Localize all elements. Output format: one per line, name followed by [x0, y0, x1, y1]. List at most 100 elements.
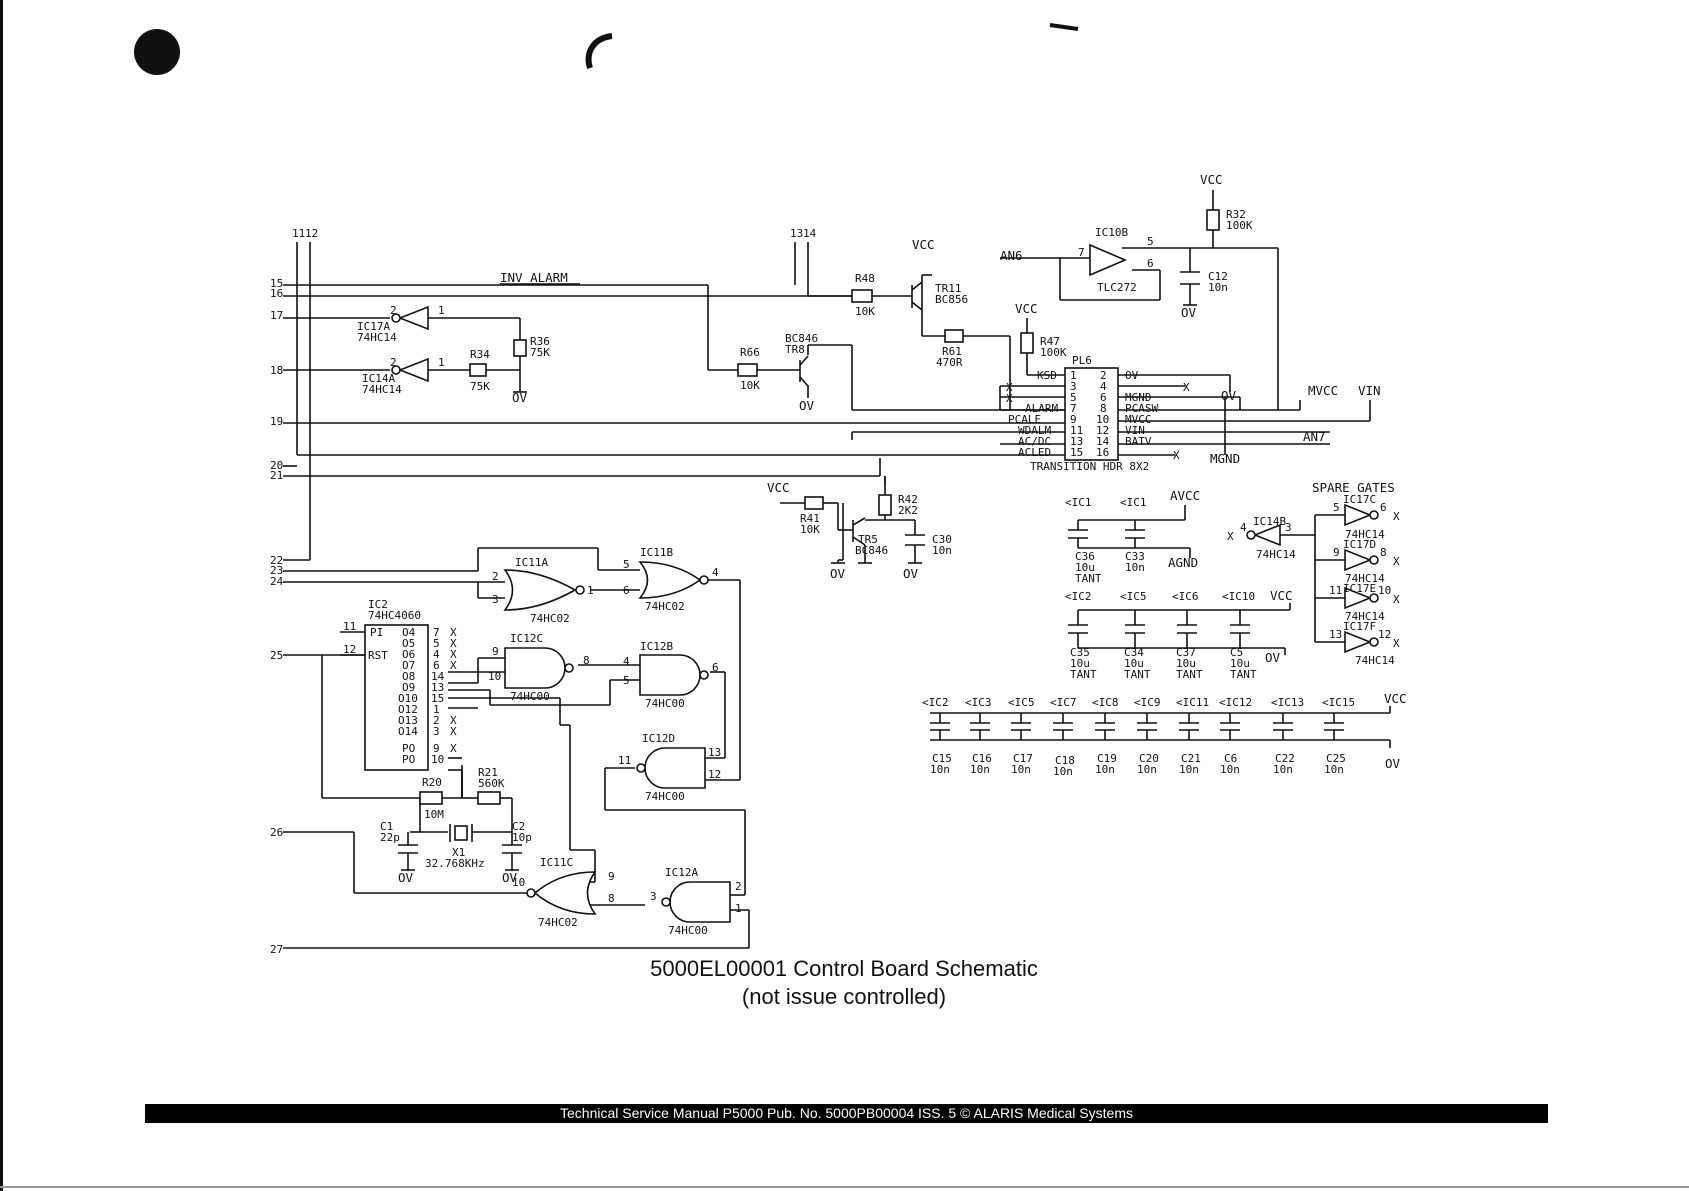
svg-text:10K: 10K: [855, 305, 875, 318]
svg-text:C36: C36: [1075, 550, 1095, 563]
inverter-ic14a: 2 1 IC14A 74HC14: [362, 356, 445, 396]
nor-gate-ic11c: 9 10 8 IC11C 74HC02: [512, 856, 615, 929]
svg-text:R66: R66: [740, 346, 760, 359]
svg-text:16: 16: [1096, 446, 1109, 459]
svg-text:6: 6: [1147, 257, 1154, 270]
svg-text:BC856: BC856: [935, 293, 968, 306]
edge-pin-15: 15: [270, 277, 283, 290]
svg-text:PI: PI: [370, 626, 383, 639]
svg-text:C17: C17: [1013, 752, 1033, 765]
resistor-r41: R41 10K: [800, 496, 824, 536]
ov-c1: OV: [398, 870, 414, 885]
svg-text:O5: O5: [402, 637, 415, 650]
svg-text:10p: 10p: [512, 831, 532, 844]
svg-text:<IC2: <IC2: [922, 696, 949, 709]
svg-text:<IC12: <IC12: [1219, 696, 1252, 709]
edge-pin-26: 26: [270, 826, 283, 839]
svg-text:74HC02: 74HC02: [538, 916, 578, 929]
svg-text:X: X: [1393, 637, 1400, 650]
svg-text:10K: 10K: [740, 379, 760, 392]
svg-text:IC17C: IC17C: [1343, 493, 1376, 506]
svg-text:R61: R61: [942, 345, 962, 358]
svg-text:IC17A: IC17A: [357, 320, 390, 333]
svg-text:74HC00: 74HC00: [668, 924, 708, 937]
svg-text:10n: 10n: [930, 763, 950, 776]
wiring: [283, 190, 1371, 949]
svg-text:PL6: PL6: [1072, 354, 1092, 367]
svg-text:1: 1: [438, 304, 445, 317]
svg-text:10n: 10n: [1011, 763, 1031, 776]
svg-text:3: 3: [1285, 521, 1292, 534]
svg-text:2: 2: [1100, 369, 1107, 382]
svg-text:IC17D: IC17D: [1343, 538, 1376, 551]
svg-text:2: 2: [735, 880, 742, 893]
ov-bottom: OV: [1385, 756, 1401, 771]
svg-text:10n: 10n: [1273, 763, 1293, 776]
svg-text:O12: O12: [398, 703, 418, 716]
svg-text:5: 5: [623, 674, 630, 687]
svg-text:<IC13: <IC13: [1271, 696, 1304, 709]
edge-pin-17: 17: [270, 309, 283, 322]
svg-text:<IC5: <IC5: [1008, 696, 1035, 709]
svg-text:10n: 10n: [1179, 763, 1199, 776]
svg-text:3: 3: [1070, 380, 1077, 393]
svg-text:8: 8: [1100, 402, 1107, 415]
vcc-r41: VCC: [767, 480, 790, 495]
net-mgnd: MGND: [1210, 451, 1240, 466]
svg-text:12: 12: [1096, 424, 1109, 437]
svg-text:PO: PO: [402, 742, 415, 755]
svg-text:14: 14: [1096, 435, 1110, 448]
svg-text:7: 7: [1070, 402, 1077, 415]
svg-text:10n: 10n: [1220, 763, 1240, 776]
vcc-mid: VCC: [1270, 588, 1293, 603]
svg-text:100K: 100K: [1226, 219, 1253, 232]
edge-pin-24: 24: [270, 575, 284, 588]
svg-text:X: X: [450, 659, 457, 672]
resistor-r34: R34 75K: [469, 348, 490, 393]
svg-text:IC11A: IC11A: [515, 556, 548, 569]
svg-text:ACLED: ACLED: [1018, 446, 1051, 459]
agnd: AGND: [1168, 555, 1198, 570]
svg-text:<IC7: <IC7: [1050, 696, 1077, 709]
svg-text:R34: R34: [470, 348, 490, 361]
svg-text:O10: O10: [398, 692, 418, 705]
nand-gate-ic12b: 4 5 6 IC12B 74HC00: [623, 640, 719, 710]
net-an7: AN7: [1303, 429, 1326, 444]
capacitor-c2: C2 10p: [502, 820, 532, 854]
svg-text:IC17E: IC17E: [1343, 582, 1376, 595]
resistor-r61: R61 470R: [936, 329, 964, 369]
svg-text:10: 10: [488, 670, 501, 683]
edge-pin-23: 23: [270, 564, 283, 577]
svg-text:X: X: [450, 725, 457, 738]
svg-text:2: 2: [492, 570, 499, 583]
svg-text:15: 15: [1070, 446, 1083, 459]
inverter-ic17d: IC17D 74HC14 9 8 X: [1333, 538, 1400, 585]
svg-text:7: 7: [1078, 246, 1085, 259]
svg-text:<IC1: <IC1: [1065, 496, 1092, 509]
svg-text:C2: C2: [512, 820, 525, 833]
svg-text:TR11: TR11: [935, 282, 962, 295]
svg-text:6: 6: [623, 584, 630, 597]
svg-text:R32: R32: [1226, 208, 1246, 221]
svg-text:1: 1: [735, 902, 742, 915]
svg-text:8: 8: [608, 892, 615, 905]
svg-text:O6: O6: [402, 648, 415, 661]
svg-text:<IC9: <IC9: [1134, 696, 1161, 709]
svg-text:AC/DC: AC/DC: [1018, 435, 1051, 448]
capacitor-c30: C30 10n: [905, 533, 952, 557]
svg-text:10n: 10n: [1125, 561, 1145, 574]
svg-text:5: 5: [1147, 235, 1154, 248]
svg-text:10u: 10u: [1075, 561, 1095, 574]
decoupling-mid-row: <IC2 <IC5 <IC6 <IC10 C35 10u TANT C34 10…: [1065, 590, 1291, 681]
svg-text:<IC15: <IC15: [1322, 696, 1355, 709]
svg-text:5: 5: [433, 637, 440, 650]
svg-text:X: X: [450, 637, 457, 650]
svg-text:6: 6: [433, 659, 440, 672]
nand-gate-ic12a: 2 1 3 IC12A 74HC00: [650, 866, 742, 937]
svg-text:C34: C34: [1124, 646, 1144, 659]
svg-text:4: 4: [623, 655, 630, 668]
svg-text:C18: C18: [1055, 754, 1075, 767]
svg-text:10: 10: [512, 876, 525, 889]
svg-text:10: 10: [431, 753, 444, 766]
svg-text:C30: C30: [932, 533, 952, 546]
